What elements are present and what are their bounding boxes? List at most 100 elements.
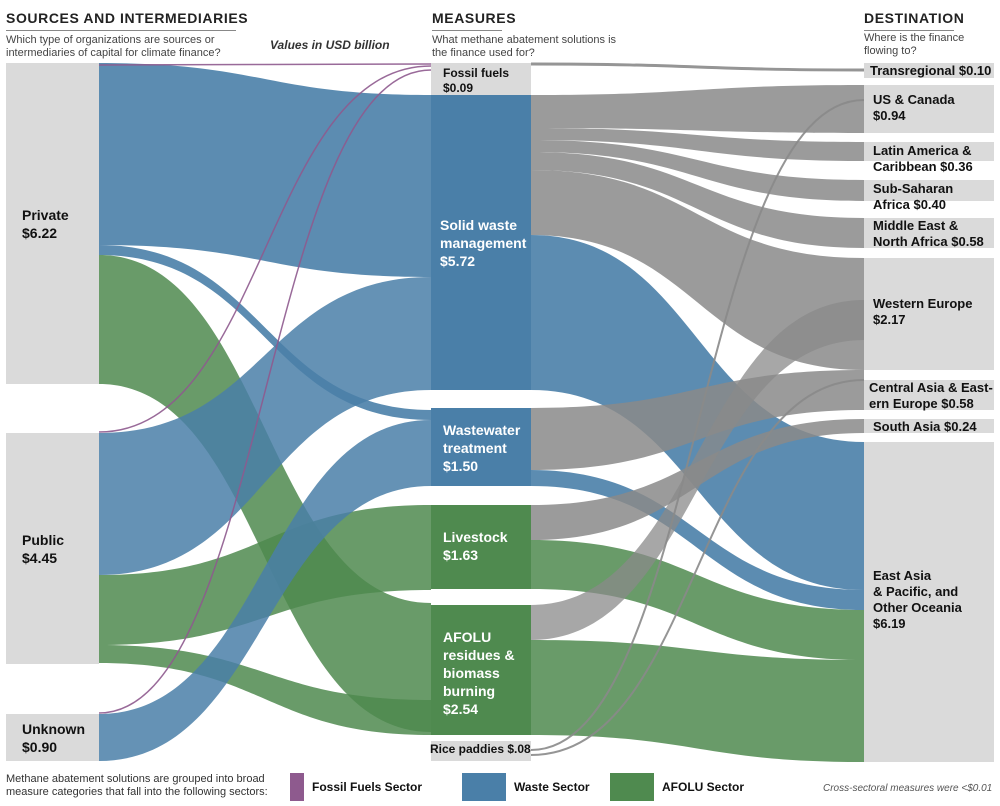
label-line: management xyxy=(440,235,527,251)
measure-label-livestock: Livestock $1.63 xyxy=(443,528,508,564)
label-line: $0.09 xyxy=(443,81,474,95)
dest-label-central-asia: Central Asia & East- ern Europe $0.58 xyxy=(869,380,993,412)
dest-label-east-asia: East Asia & Pacific, and Other Oceania $… xyxy=(873,568,962,632)
dest-node-latin-america xyxy=(864,142,994,161)
source-label-public: Public $4.45 xyxy=(22,531,64,567)
measure-node-afolu xyxy=(431,605,531,735)
label-line: Central Asia & East- xyxy=(869,380,993,395)
flow-public-fossil xyxy=(98,65,432,433)
destination-subtitle: Where is the finance flowing to? xyxy=(864,32,965,57)
label-line: Solid waste xyxy=(440,217,518,233)
label-line: $2.17 xyxy=(873,312,906,327)
dest-node-south-asia xyxy=(864,419,994,433)
label-line: Latin America & xyxy=(873,143,972,158)
legend-label-waste: Waste Sector xyxy=(514,780,590,794)
dest-label-us-canada: US & Canada $0.94 xyxy=(873,92,955,124)
legend-label-afolu: AFOLU Sector xyxy=(662,780,745,794)
measure-node-wastewater xyxy=(431,408,531,486)
sources-header: SOURCES AND INTERMEDIARIES xyxy=(6,10,249,26)
source-label-private: Private $6.22 xyxy=(22,206,69,242)
legend-intro: Methane abatement solutions are grouped … xyxy=(6,773,268,798)
dest-label-middle-east: Middle East & North Africa $0.58 xyxy=(873,218,984,250)
flow-fossil-transregional xyxy=(530,62,865,72)
flow-wastewater-central-asia xyxy=(531,370,864,470)
label-line: biomass xyxy=(443,665,500,681)
flow-solid-western-europe xyxy=(531,170,864,370)
legend-swatch-fossil xyxy=(290,773,304,801)
measure-label-fossil-fuels: Fossil fuels $0.09 xyxy=(443,66,509,96)
source-node-public xyxy=(6,433,99,664)
label-line: Fossil fuels xyxy=(443,66,510,80)
measure-node-rice-paddies xyxy=(431,741,531,761)
label-line: Africa $0.40 xyxy=(873,197,946,212)
label-line: & Pacific, and xyxy=(873,584,959,599)
flow-private-afolu xyxy=(99,255,431,732)
label-line: Livestock xyxy=(443,529,508,545)
flow-afolu-east-asia xyxy=(531,640,864,762)
dest-node-east-asia xyxy=(864,442,994,762)
units-note: Values in USD billion xyxy=(270,38,390,52)
source-node-private xyxy=(6,63,99,384)
flow-rice-central-asia xyxy=(530,379,865,756)
label-line: Western Europe xyxy=(873,296,973,311)
measure-label-rice-paddies: Rice paddies $.08 xyxy=(430,742,531,756)
dest-label-western-europe: Western Europe $2.17 xyxy=(873,296,972,328)
destination-header: DESTINATION xyxy=(864,10,965,26)
cross-sectoral-note: Cross-sectoral measures were <$0.01 xyxy=(823,783,993,794)
source-label-unknown: Unknown $0.90 xyxy=(22,720,85,756)
flow-public-solid-waste xyxy=(99,277,431,575)
flow-private-fossil xyxy=(98,63,432,66)
source-value: $4.45 xyxy=(22,550,58,566)
legend-label-fossil: Fossil Fuels Sector xyxy=(312,780,423,794)
label-line: residues & xyxy=(443,647,515,663)
flow-public-afolu xyxy=(99,645,431,735)
destination-header-rule xyxy=(864,30,954,31)
label-line: $6.19 xyxy=(873,616,906,631)
label-line: South Asia $0.24 xyxy=(873,419,977,434)
flow-private-wastewater xyxy=(99,245,431,420)
label-line: US & Canada xyxy=(873,92,955,107)
label-line: North Africa $0.58 xyxy=(873,234,984,249)
measures-subtitle: What methane abatement solutions is the … xyxy=(432,34,617,59)
label-line: Other Oceania xyxy=(873,600,962,615)
label-line: Transregional $0.10 xyxy=(870,63,992,78)
label-line: $5.72 xyxy=(440,253,476,269)
flow-solid-middle-east xyxy=(531,152,864,248)
label-line: $1.50 xyxy=(443,458,479,474)
label-line: $1.63 xyxy=(443,547,479,563)
legend-swatch-afolu xyxy=(610,773,654,801)
label-line: AFOLU xyxy=(443,629,492,645)
label-line: ern Europe $0.58 xyxy=(869,396,974,411)
flow-livestock-east-asia xyxy=(531,540,864,660)
flow-solid-latin-america xyxy=(531,128,864,161)
flow-afolu-western-europe xyxy=(531,300,864,640)
source-name: Public xyxy=(22,532,65,548)
dest-node-sub-saharan xyxy=(864,180,994,201)
measures-header: MEASURES xyxy=(432,10,517,26)
sources-subtitle: Which type of organizations are sources … xyxy=(6,34,221,59)
source-node-unknown xyxy=(6,714,99,761)
flow-solid-us-canada xyxy=(531,85,864,133)
dest-label-transregional: Transregional $0.10 xyxy=(870,63,991,79)
measure-node-livestock xyxy=(431,505,531,589)
source-name: Unknown xyxy=(22,721,85,737)
dest-node-us-canada xyxy=(864,85,994,133)
measure-label-wastewater: Wastewater treatment $1.50 xyxy=(443,421,520,475)
measures-header-rule xyxy=(432,30,502,31)
label-line: Middle East & xyxy=(873,218,959,233)
label-line: Caribbean $0.36 xyxy=(873,159,973,174)
flow-solid-sub-saharan xyxy=(531,140,864,201)
source-value: $6.22 xyxy=(22,225,58,241)
measure-label-afolu: AFOLU residues & biomass burning $2.54 xyxy=(443,628,515,718)
legend-swatch-waste xyxy=(462,773,506,801)
label-line: $2.54 xyxy=(443,701,479,717)
dest-label-sub-saharan: Sub-Saharan Africa $0.40 xyxy=(873,181,953,213)
sources-header-rule xyxy=(6,30,236,31)
label-line: burning xyxy=(443,683,496,699)
measure-node-solid-waste xyxy=(431,95,531,390)
label-line: treatment xyxy=(443,440,507,456)
label-line: Sub-Saharan xyxy=(873,181,954,196)
flow-rice-us-canada xyxy=(530,99,865,751)
